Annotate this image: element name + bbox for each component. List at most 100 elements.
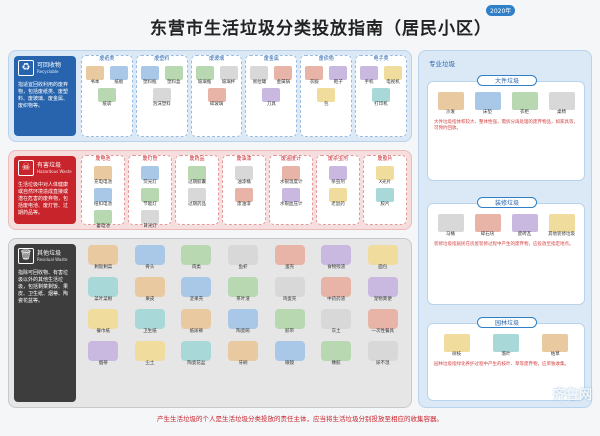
list-item: 纸尿裤 <box>174 309 219 339</box>
item-image <box>274 66 293 80</box>
list-item: 鱼虾 <box>221 245 266 275</box>
hazardous-name: 有害垃圾 <box>37 162 62 169</box>
item-label: 中药药渣 <box>327 297 346 302</box>
item-image <box>109 66 128 80</box>
item-label: 胶片 <box>380 202 390 207</box>
hazardous-label-card: ☠ 有害垃圾 Hazardous Waste 生活垃圾中对人体健康或自然环境造成… <box>14 156 76 224</box>
item-image <box>97 88 116 102</box>
item-image <box>94 188 112 202</box>
item-label: 眼镜 <box>285 361 295 366</box>
list-item: 衣服 <box>303 66 325 86</box>
item-label: 玻璃瓶 <box>197 80 212 85</box>
item-image <box>367 309 398 329</box>
list-item: 餐巾纸 <box>81 309 126 339</box>
watermark: 齐鲁网 <box>552 388 592 403</box>
hazard-icon: ☠ <box>18 160 34 176</box>
other-description: 指除可回收物、有害垃圾以外的其他生活垃圾，包括剩菜剩饭、果皮、卫生纸、烟蒂、陶瓷… <box>18 270 69 304</box>
item-image <box>329 188 347 202</box>
item-label: 卫生纸 <box>143 329 157 334</box>
recyclable-name: 可回收物 <box>37 62 62 69</box>
item-label: 灰土 <box>331 329 341 334</box>
item-label: 落叶 <box>501 352 511 357</box>
list-item: 杀虫剂 <box>327 166 349 186</box>
category-box: 废电池充电电池纽扣电池蓄电池 <box>81 155 125 229</box>
item-image <box>141 188 159 202</box>
item-label: 尿不湿 <box>375 361 390 366</box>
list-item: 沙发 <box>435 92 467 116</box>
list-item: 马桶 <box>435 214 467 238</box>
list-item: 眼镜 <box>267 341 312 371</box>
list-item: 灰土 <box>314 309 359 339</box>
item-image <box>437 214 464 232</box>
list-item: 纸袋 <box>96 88 118 108</box>
list-item: 打印机 <box>370 88 392 108</box>
item-label: 鸡蛋壳 <box>282 297 297 302</box>
item-label: 书本 <box>90 80 100 85</box>
item-label: 树枝 <box>452 352 462 357</box>
item-label: 荧光灯 <box>143 180 157 185</box>
category-box: 废药品过期胶囊过期药品 <box>175 155 219 225</box>
category-title: 废金属 <box>263 56 279 62</box>
list-item: 床垫 <box>472 92 504 116</box>
list-item: 牙刷 <box>221 341 266 371</box>
item-image <box>219 66 238 80</box>
item-image <box>282 188 300 202</box>
item-image <box>188 188 206 202</box>
list-item: 剩饭剩菜 <box>81 245 126 275</box>
item-label: 水银温度计 <box>280 180 303 185</box>
item-label: 陶瓷碗 <box>236 329 250 334</box>
item-image <box>235 166 253 180</box>
item-label: 充电电池 <box>94 180 112 185</box>
list-item: 易拉罐 <box>248 66 270 86</box>
item-label: 鞋子 <box>333 80 343 85</box>
item-label: 杀虫剂 <box>331 180 345 185</box>
list-item: 橡胶 <box>314 341 359 371</box>
category-box: 废织物衣服鞋子包 <box>300 55 353 137</box>
item-image <box>548 92 575 110</box>
list-item: 卫生纸 <box>128 309 173 339</box>
category-title: 废油漆 <box>236 156 252 162</box>
item-image <box>164 66 183 80</box>
list-item: 纸板 <box>108 66 130 86</box>
item-label: 金属锅 <box>276 80 291 85</box>
category-title: 废灯管 <box>142 156 158 162</box>
item-label: 胶带 <box>285 329 295 334</box>
list-item: 树枝 <box>441 334 473 358</box>
item-image <box>437 92 464 110</box>
list-item: 废油漆 <box>233 188 255 208</box>
list-item: 桌椅 <box>546 92 578 116</box>
item-image <box>134 309 165 329</box>
list-item: 烟蒂 <box>81 341 126 371</box>
item-label: 蛋壳 <box>285 265 295 270</box>
special-section-title: 装修垃圾 <box>477 197 537 208</box>
other-panel: 🗑 其他垃圾 Residual Waste 指除可回收物、有害垃圾以外的其他生活… <box>8 238 412 408</box>
list-item: 陶瓷碗 <box>221 309 266 339</box>
item-image <box>140 66 159 80</box>
item-image <box>274 245 305 265</box>
item-label: 打印机 <box>374 102 388 107</box>
item-image <box>188 166 206 180</box>
list-item: 骨头 <box>128 245 173 275</box>
list-item: 纽扣电池 <box>92 188 114 208</box>
item-label: 剩饭剩菜 <box>94 265 113 270</box>
item-label: 泡沫塑料 <box>152 102 171 107</box>
list-item: 废砖瓦 <box>509 214 541 238</box>
list-item: 陶瓷花盆 <box>174 341 219 371</box>
item-image <box>376 166 394 180</box>
item-label: 日光灯 <box>143 224 157 229</box>
hazardous-categories: 废电池充电电池纽扣电池蓄电池废灯管荧光灯节能灯日光灯废药品过期胶囊过期药品废油漆… <box>81 155 407 229</box>
recyclable-categories: 废纸类书本纸板纸袋废塑料塑料瓶塑料盒泡沫塑料废玻璃玻璃瓶玻璃杯碎玻璃废金属易拉罐… <box>81 55 407 137</box>
item-label: 尘土 <box>145 361 155 366</box>
recyclable-panel: ♻ 可回收物 Recyclable 指适宜回收利用的废弃物，包括废纸类、废塑料、… <box>8 50 412 142</box>
recyclable-name-en: Recyclable <box>37 69 59 74</box>
item-image <box>384 66 403 80</box>
item-image <box>367 245 398 265</box>
item-image <box>94 210 112 224</box>
list-item: 过期胶囊 <box>186 166 208 186</box>
category-title: 废玻璃 <box>209 56 225 62</box>
list-item: 荧光灯 <box>139 166 161 186</box>
list-item: 鸡蛋壳 <box>267 277 312 307</box>
list-item: 尘土 <box>128 341 173 371</box>
list-item: X光片 <box>374 166 396 186</box>
